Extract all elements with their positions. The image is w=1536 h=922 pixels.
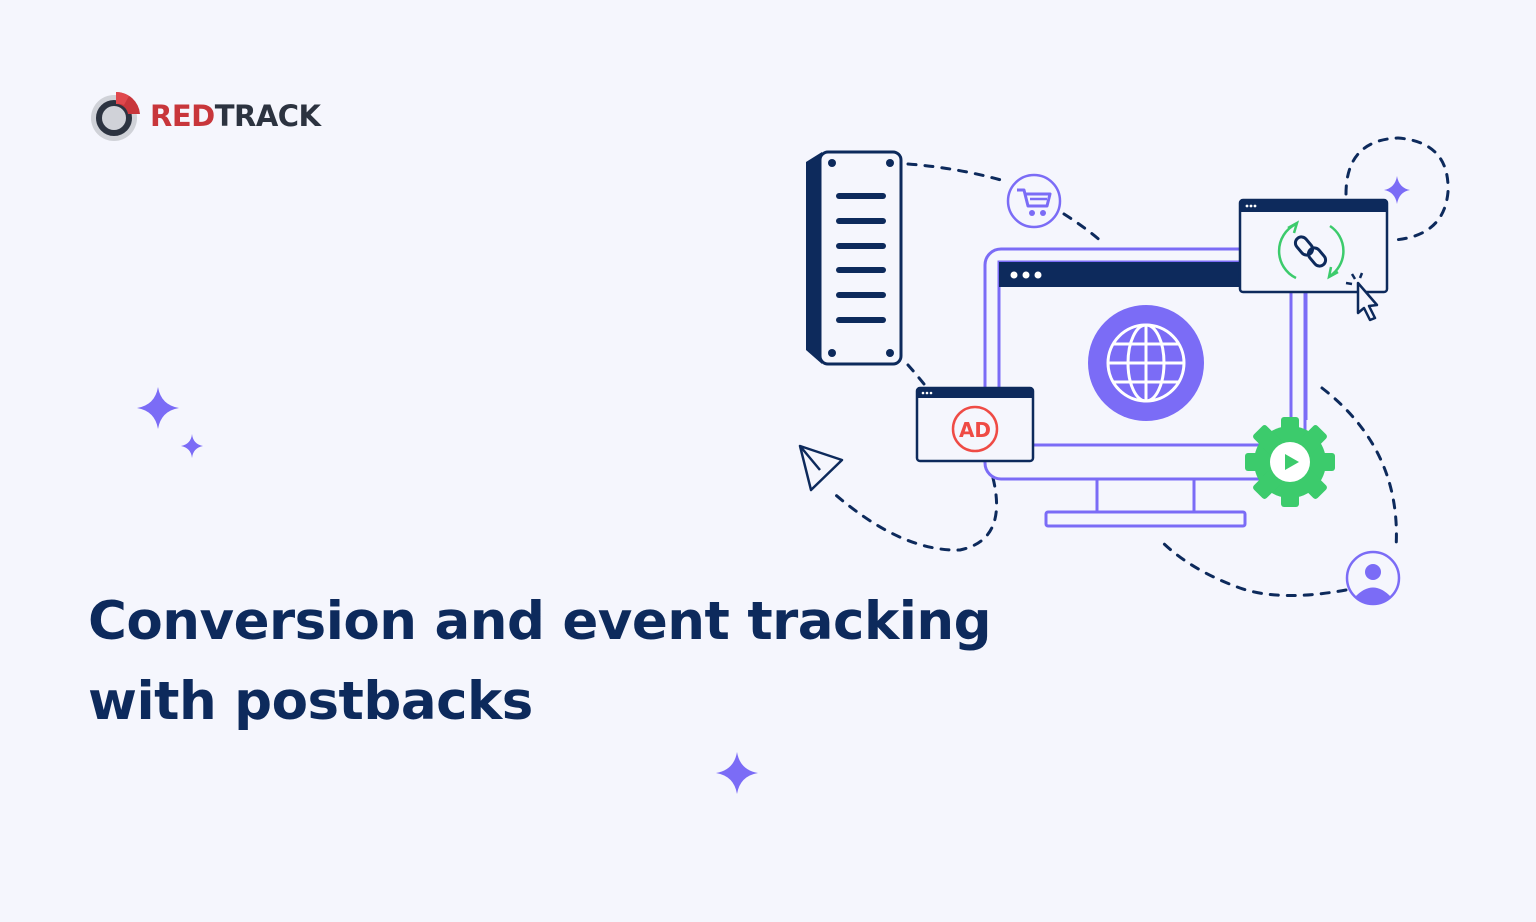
page-title: Conversion and event tracking with postb…	[88, 582, 992, 742]
chain-link-icon	[1293, 235, 1328, 268]
redtrack-logo-icon	[91, 91, 140, 141]
brand-name-red: RED	[150, 99, 215, 133]
sync-arrows-icon	[1277, 220, 1345, 280]
cursor-click-icon	[1345, 272, 1379, 322]
globe-icon	[1088, 305, 1204, 421]
redtrack-logo: REDTRACK	[88, 88, 321, 144]
ad-badge-text: AD	[959, 418, 991, 442]
title-line-1: Conversion and event tracking	[88, 591, 992, 652]
link-sync-window	[1238, 198, 1389, 445]
server-icon	[806, 150, 903, 366]
brand-name-dark: TRACK	[214, 99, 321, 133]
gear-play-icon	[1245, 417, 1335, 507]
brand-name: REDTRACK	[150, 99, 321, 133]
ad-window-icon: AD	[915, 386, 1035, 463]
dashed-connector-lines	[828, 136, 1450, 598]
shopping-cart-icon	[1006, 173, 1062, 229]
monitor-icon	[983, 247, 1307, 528]
user-avatar-icon	[1345, 550, 1401, 606]
title-line-2: with postbacks	[88, 671, 533, 732]
paper-plane-icon	[798, 444, 844, 492]
